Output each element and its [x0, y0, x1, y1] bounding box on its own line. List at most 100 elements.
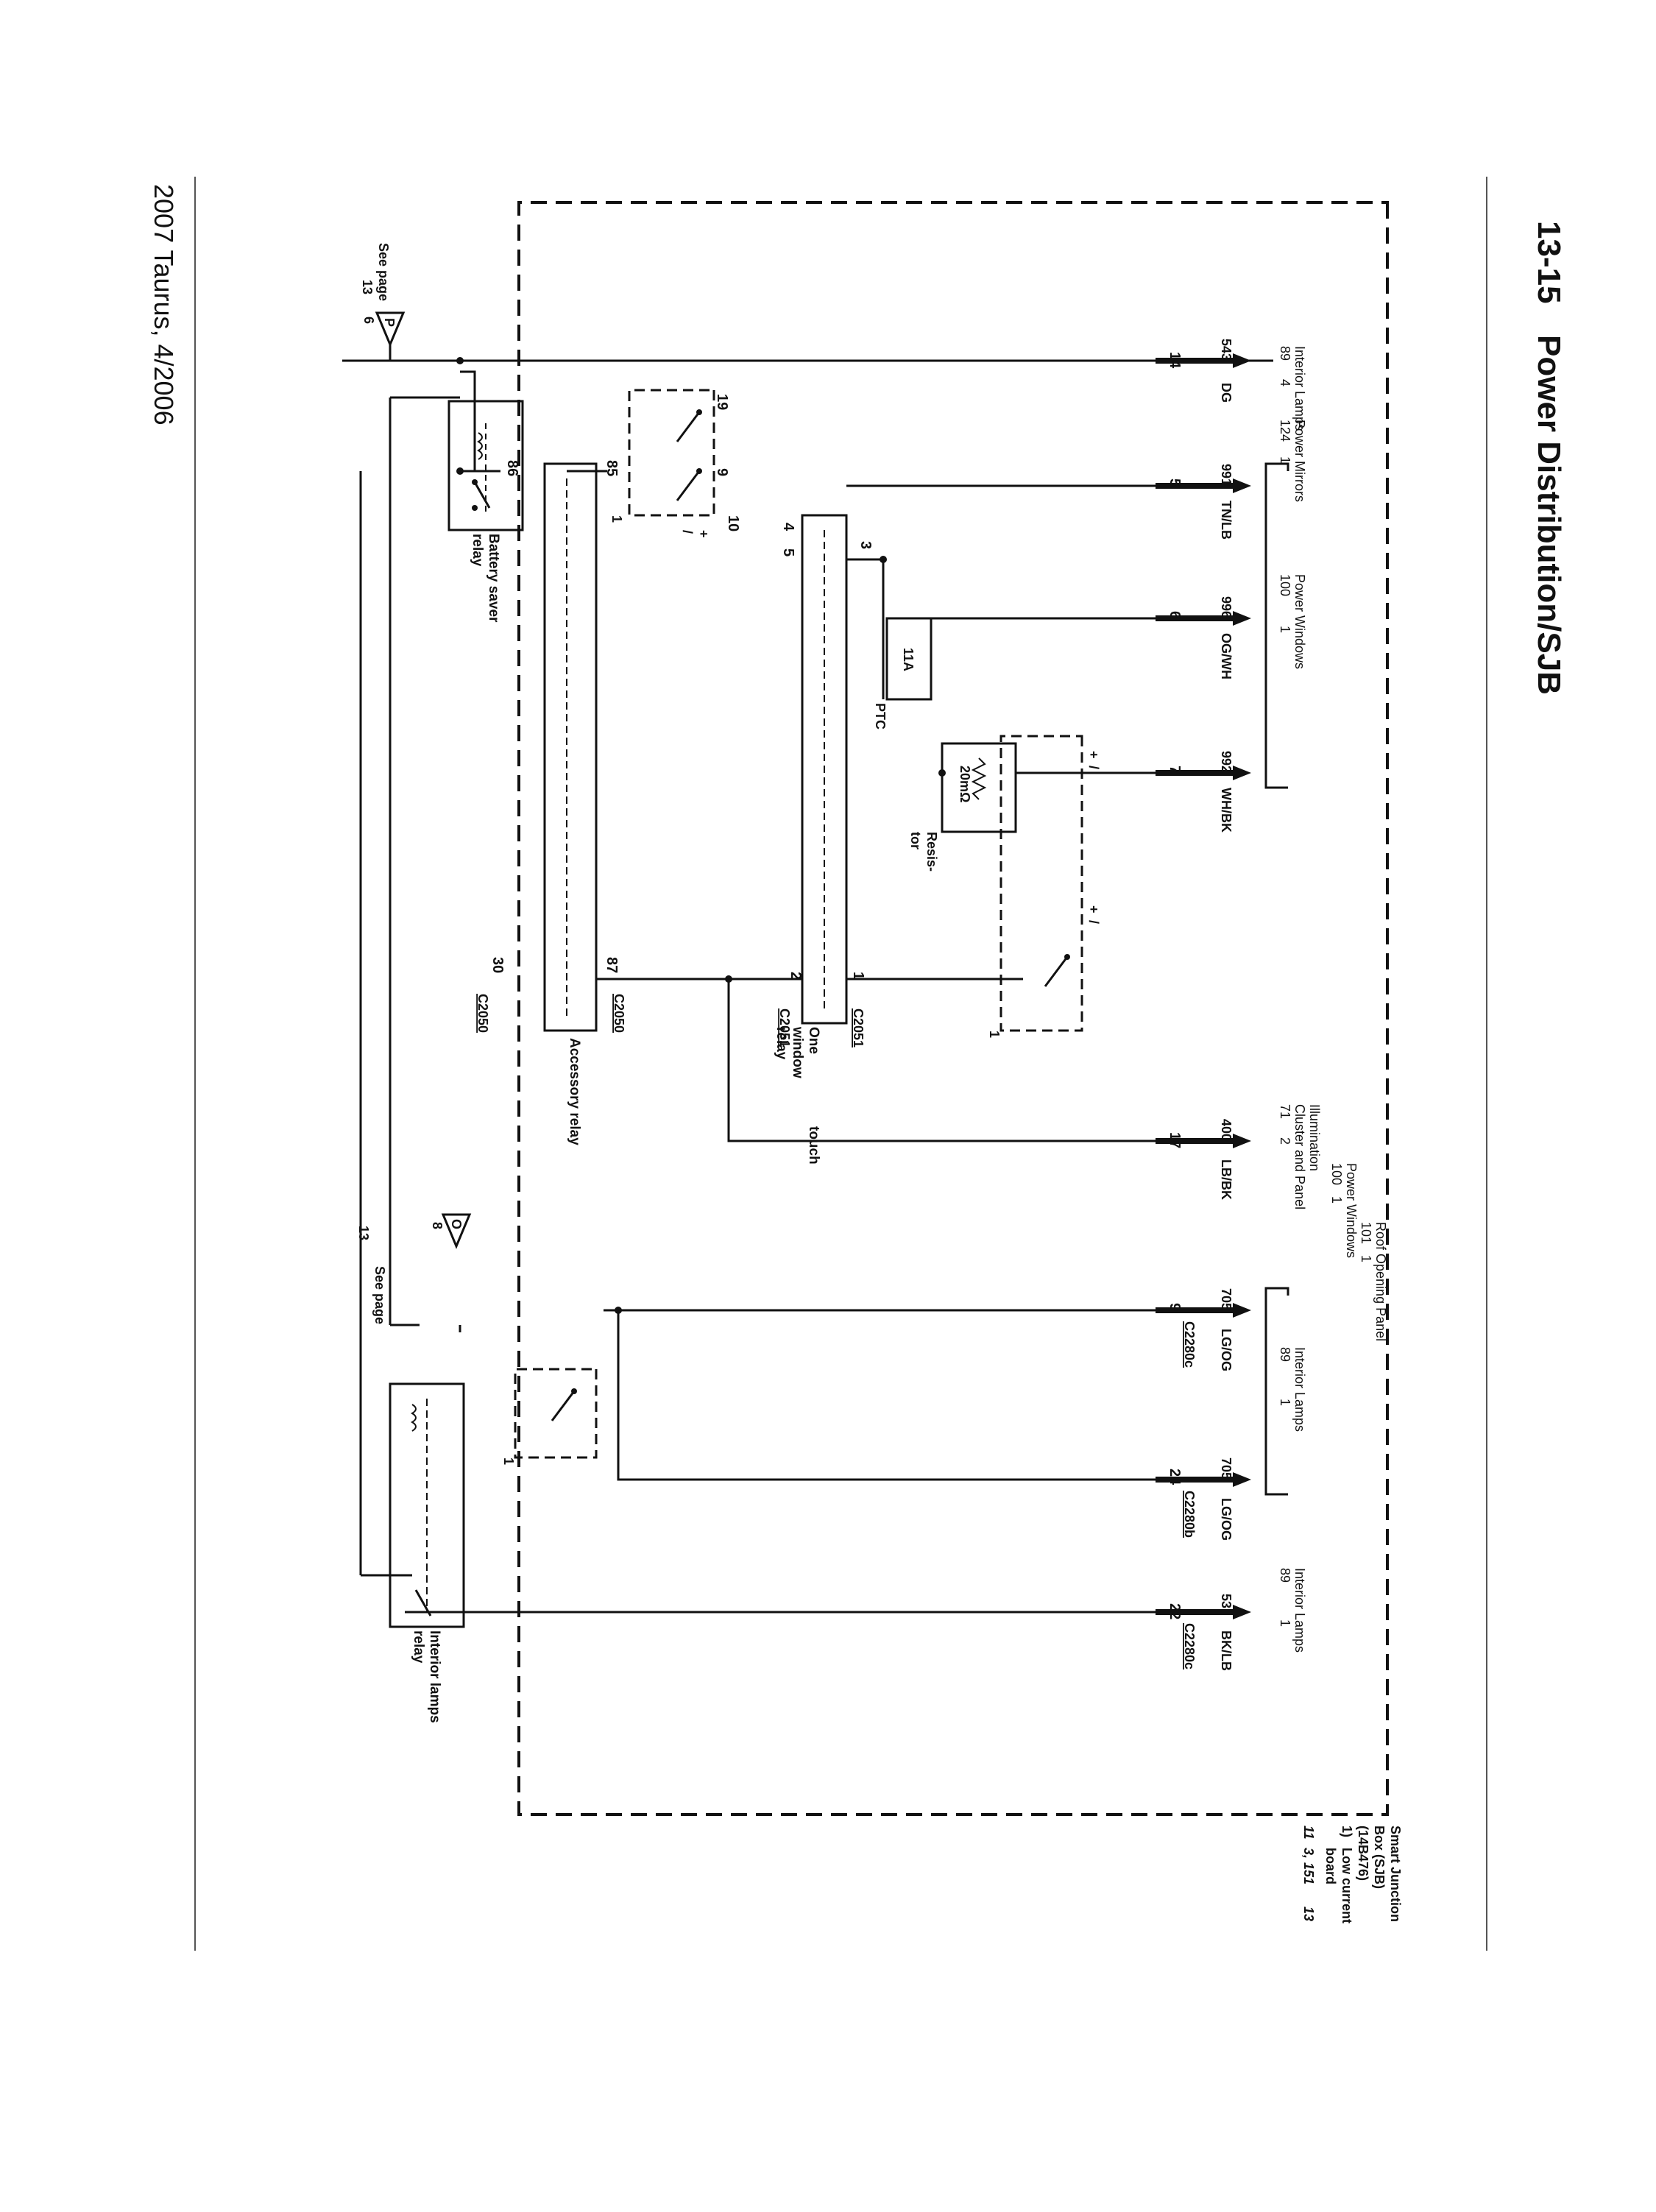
accessory-relay-pin-86: 86 [504, 460, 520, 476]
output-14-pin: 14 [1167, 352, 1183, 369]
output-7: 7 992 WH/BK [1167, 751, 1234, 833]
output-17-dest-1-num: 71 [1278, 1104, 1292, 1119]
accessory-relay-connector-1: C2050 [612, 994, 626, 1033]
output-17-dest-2-ref: 1 [1329, 1196, 1344, 1204]
page-ref-left-pin: 6 [361, 317, 376, 324]
switch-2-sign-3: + [1086, 905, 1101, 914]
output-arrowheads [1233, 353, 1251, 1619]
output-6: 6 996 OG/WH 100 1 Power Windows [1167, 574, 1307, 679]
one-touch-pin-1: 1 [850, 972, 866, 980]
output-9: 9 705 LG/OG C2280c 89 1 Interior Lamps [1167, 1288, 1307, 1432]
switch-1-pin-10: 10 [725, 515, 741, 531]
resistor-label-1: Resis- [924, 832, 939, 872]
switch-2-sign-2: / [1086, 766, 1101, 769]
output-17-circuit: 400 [1219, 1119, 1234, 1141]
component-item-line-2: board [1323, 1848, 1338, 1884]
one-touch-connector-2: C2051 [777, 1008, 792, 1047]
one-touch-label-1: One [806, 1027, 821, 1054]
switch-2-sign-4: / [1086, 920, 1101, 924]
output-9-dest-1-ref: 1 [1278, 1399, 1292, 1406]
switch-1-sign-slash: / [680, 530, 695, 534]
output-17-dest-2-name: Power Windows [1344, 1163, 1359, 1258]
output-14-circuit: 543 [1219, 339, 1234, 361]
footer-model-date: 2007 Taurus, 4/2006 [149, 184, 179, 425]
rotated-page: 13-15 Power Distribution/SJB 2007 Taurus… [149, 177, 1567, 1951]
output-22-connector: C2280c [1182, 1623, 1197, 1669]
junction-dots [456, 357, 946, 1314]
output-6-pin: 6 [1167, 611, 1183, 619]
component-item-number: 1) [1340, 1826, 1354, 1837]
output-22: 22 53 BK/LB C2280c 89 1 Interior Lamps [1167, 1568, 1307, 1671]
one-touch-pin-4: 4 [780, 523, 796, 531]
sjb-box [517, 201, 1389, 1816]
wire-24-feed [617, 1310, 1200, 1481]
bus-wires [342, 359, 1273, 1577]
page-ref-left: See page 13 P 6 [360, 243, 406, 361]
accessory-relay-connector-2: C2050 [475, 994, 490, 1033]
one-touch-label-2: touch [806, 1126, 821, 1165]
output-24-pin: 24 [1167, 1469, 1183, 1485]
page-number: 13-15 [1531, 221, 1567, 304]
accessory-relay-pin-30: 30 [489, 957, 506, 973]
component-ref-1: 11 [1301, 1826, 1316, 1840]
output-5-color: TN/LB [1219, 501, 1234, 540]
page-ref-left-letter: P [382, 318, 397, 327]
component-label: Smart Junction Box (SJB) (14B476) 1) Low… [1301, 1826, 1403, 1923]
wire-17-to-relay [727, 979, 1200, 1142]
one-touch-pin-2: 2 [788, 972, 804, 980]
output-14: 14 543 DG 89 4 Interior Lamps 124 1 Powe… [1167, 339, 1307, 502]
page-ref-right-symbol [441, 1213, 472, 1249]
internal-wires [405, 484, 1200, 1614]
output-17: 17 400 LB/BK 71 2 Cluster and Panel Illu… [1167, 1104, 1388, 1341]
switch-2-sign-1: + [1086, 751, 1101, 759]
switch-2: + / + / 1 [987, 735, 1101, 1038]
output-17-dest-2-num: 100 [1329, 1163, 1344, 1185]
output-6-circuit: 996 [1219, 596, 1234, 618]
accessory-relay: 85 86 87 30 C2050 C2050 Accessory relay [475, 460, 626, 1145]
output-5: 5 991 TN/LB [1167, 464, 1234, 540]
page-ref-left-symbol [375, 311, 406, 347]
output-7-color: WH/BK [1219, 788, 1234, 833]
output-24: 24 705 LG/OG C2280b [1167, 1457, 1234, 1541]
output-24-color: LG/OG [1219, 1498, 1234, 1541]
component-name-line-2: Box (SJB) [1372, 1826, 1387, 1889]
output-24-circuit: 705 [1219, 1457, 1234, 1480]
component-item-line-1: Low current [1340, 1848, 1354, 1923]
component-ref-3: 13 [1301, 1907, 1316, 1921]
output-17-dest-1-name: Cluster and Panel [1292, 1104, 1307, 1209]
interior-lamps-bracket [1264, 1287, 1289, 1496]
interior-lamps-relay: Interior lamps relay [389, 1382, 465, 1723]
output-9-circuit: 705 [1219, 1288, 1234, 1310]
wire-bus-to-battery-saver [460, 370, 476, 471]
output-22-dest-1-name: Interior Lamps [1292, 1568, 1307, 1653]
output-9-dest-1-num: 89 [1278, 1347, 1292, 1362]
output-17-dest-1-ref: 2 [1278, 1137, 1292, 1145]
output-9-pin: 9 [1167, 1303, 1183, 1311]
one-touch-label-4: relay [774, 1027, 789, 1060]
output-17-color: LB/BK [1219, 1159, 1234, 1200]
output-14-color: DG [1219, 383, 1234, 403]
output-7-pin: 7 [1167, 766, 1183, 774]
output-17-dest-3-name: Roof Opening Panel [1373, 1222, 1388, 1341]
resistor-value: 20mΩ [958, 766, 972, 802]
page-ref-right-pin: 8 [430, 1222, 445, 1229]
output-17-dest-3-ref: 1 [1359, 1255, 1373, 1262]
output-14-dest-1-name: Interior Lamps [1292, 346, 1307, 431]
output-22-color: BK/LB [1219, 1630, 1234, 1671]
component-name-line-3: (14B476) [1356, 1826, 1370, 1881]
output-14-dest-2-num: 124 [1278, 420, 1292, 442]
page-ref-right-line-1: See page [372, 1266, 387, 1324]
battery-saver-relay-label-2: relay [470, 534, 485, 567]
battery-saver-relay: Battery saver relay [447, 400, 524, 623]
output-17-dest-3-num: 101 [1359, 1222, 1373, 1244]
switch-1: 19 9 10 + / 1 [609, 389, 741, 538]
output-14-dest-2-name: Power Mirrors [1292, 420, 1307, 502]
output-17-pin: 17 [1167, 1132, 1183, 1148]
output-5-pin: 5 [1167, 478, 1183, 487]
output-6-dest-1-num: 100 [1278, 574, 1292, 596]
switch-3-ref: 1 [501, 1457, 516, 1465]
output-6-dest-1-name: Power Windows [1292, 574, 1307, 669]
page-ref-right: See page 13 O 8 [356, 1213, 472, 1324]
ptc: 11A PTC [873, 617, 933, 729]
